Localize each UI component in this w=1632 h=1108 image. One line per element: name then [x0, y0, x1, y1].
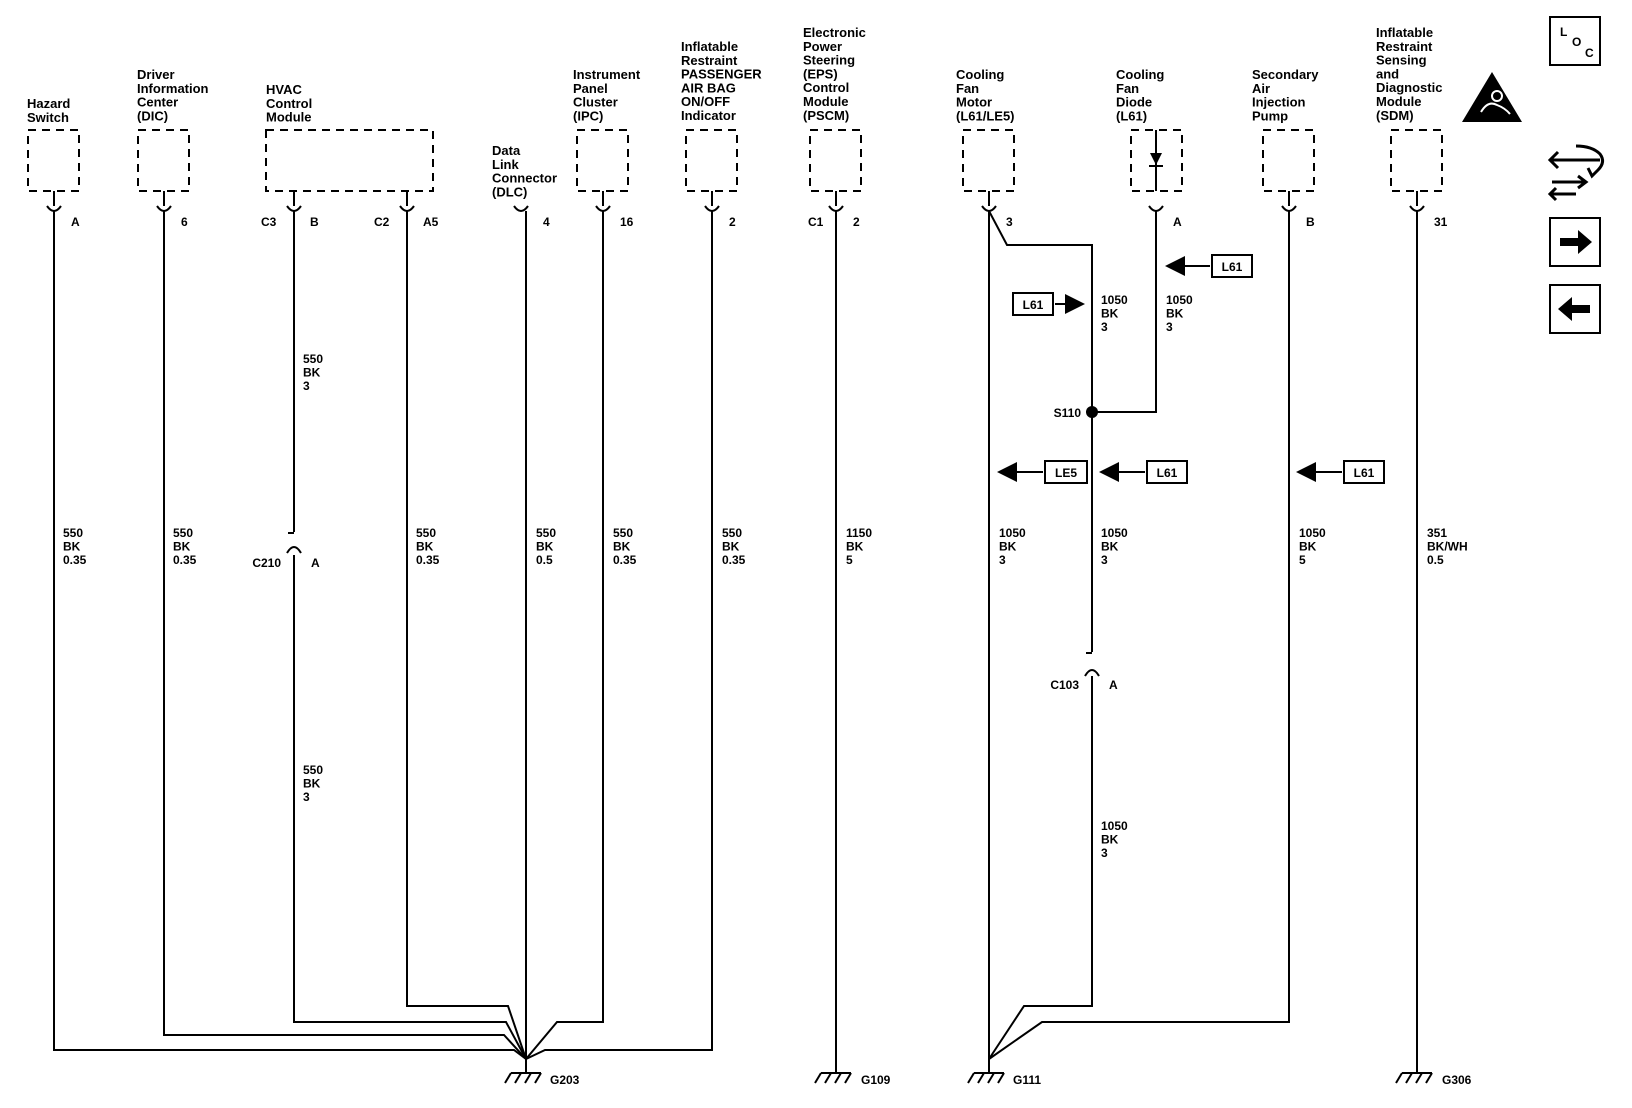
ground-g203 — [504, 1059, 542, 1084]
ground-g109-label: G109 — [861, 1073, 891, 1087]
prev-page-button[interactable] — [1549, 284, 1601, 334]
dic-box — [137, 129, 190, 192]
option-tag-l61-air: L61 — [1296, 460, 1385, 484]
hvac-box — [265, 129, 434, 192]
wire-diode — [1092, 211, 1157, 413]
ground-g203-label: G203 — [550, 1073, 580, 1087]
connector-c103 — [1084, 652, 1100, 677]
pin-fan: 3 — [1006, 215, 1013, 229]
option-tag-le5: LE5 — [997, 460, 1088, 484]
pscm-box — [809, 129, 862, 192]
ground-g111 — [967, 1059, 1005, 1084]
pin-dic: 6 — [181, 215, 188, 229]
wire-hvac-lower — [293, 555, 527, 1060]
c210-pin: A — [311, 556, 320, 570]
pin-sdm: 31 — [1434, 215, 1448, 229]
pin-diode: A — [1173, 215, 1182, 229]
sdm-box — [1390, 129, 1443, 192]
loc-icon[interactable]: L O C — [1549, 16, 1601, 66]
wire-air — [988, 211, 1290, 1060]
pin-hvac-c3: C3 — [261, 215, 277, 229]
connector-c210 — [286, 532, 302, 554]
pin-hazard: A — [71, 215, 80, 229]
connector-view-icon[interactable] — [1547, 144, 1605, 202]
ground-g306-label: G306 — [1442, 1073, 1472, 1087]
svg-text:L61: L61 — [1222, 260, 1243, 274]
c103-label: C103 — [1050, 678, 1079, 692]
c210-label: C210 — [252, 556, 281, 570]
wire-fan-upper — [988, 210, 1093, 412]
airbag-warning-icon — [1462, 72, 1522, 122]
diode-icon — [1149, 130, 1163, 191]
ipc-box — [576, 129, 629, 192]
pin-hvac-c2: C2 — [374, 215, 390, 229]
pin-air: B — [1306, 215, 1315, 229]
next-page-button[interactable] — [1549, 217, 1601, 267]
ground-g109 — [814, 1065, 852, 1084]
ground-g111-label: G111 — [1013, 1073, 1041, 1087]
pin-pscm: 2 — [853, 215, 860, 229]
wire-hvac-a5 — [406, 211, 527, 1060]
pin-pscm-c1: C1 — [808, 215, 824, 229]
splice-s110-label: S110 — [1054, 406, 1082, 420]
option-tag-l61-mid: L61 — [1099, 460, 1188, 484]
svg-text:L61: L61 — [1157, 466, 1178, 480]
svg-text:O: O — [1572, 35, 1581, 49]
c103-pin: A — [1109, 678, 1118, 692]
pin-hvac-b: B — [310, 215, 319, 229]
pin-symbols — [46, 191, 1425, 212]
option-tag-l61-fan-upper: L61 — [1012, 292, 1085, 316]
svg-text:C: C — [1585, 46, 1594, 60]
wire-ipc — [525, 211, 604, 1060]
air-pump-box — [1262, 129, 1315, 192]
wires — [53, 210, 1418, 1065]
pin-hvac-a5: A5 — [423, 215, 439, 229]
option-tag-l61-diode: L61 — [1165, 254, 1253, 278]
hazard-switch-box — [27, 129, 80, 192]
svg-text:L61: L61 — [1354, 466, 1375, 480]
pin-airbag: 2 — [729, 215, 736, 229]
pin-dlc: 4 — [543, 215, 550, 229]
svg-text:LE5: LE5 — [1055, 466, 1077, 480]
airbag-indicator-box — [685, 129, 738, 192]
svg-text:L: L — [1560, 25, 1567, 39]
ground-g306 — [1395, 1065, 1433, 1084]
pin-ipc: 16 — [620, 215, 634, 229]
wire-hazard — [53, 211, 527, 1060]
wire-mid-lower — [988, 676, 1093, 1060]
splice-s110 — [1086, 406, 1098, 418]
cooling-fan-motor-box — [962, 129, 1015, 192]
wire-dic — [163, 211, 527, 1060]
svg-text:L61: L61 — [1023, 298, 1044, 312]
wire-airbag — [525, 211, 713, 1060]
